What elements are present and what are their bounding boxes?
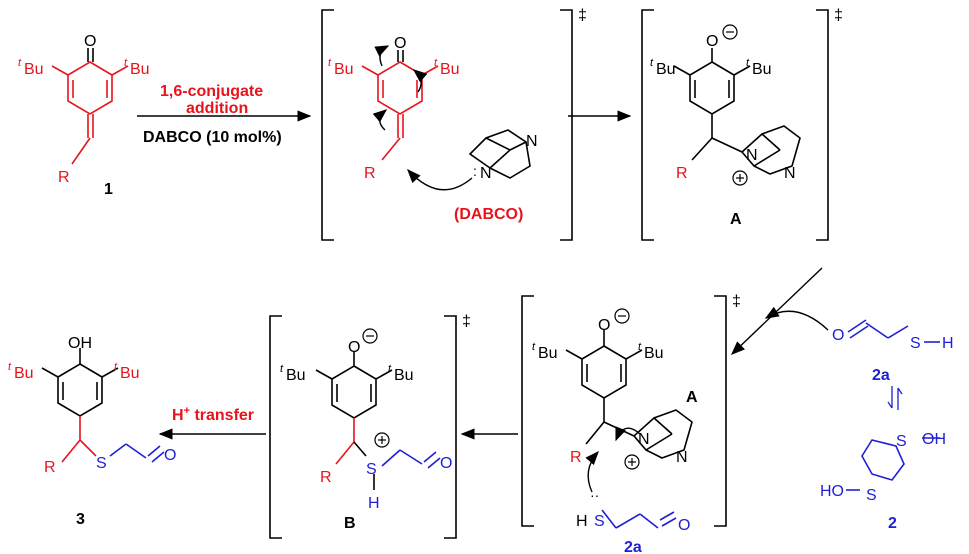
compound-1-structure	[51, 48, 129, 165]
B-tbu-right: Bu	[394, 367, 414, 384]
ts2-structure	[565, 308, 693, 529]
product-3-tbu-right: Bu	[120, 365, 140, 382]
B-R: R	[320, 469, 332, 486]
ts2-tbu-left: Bu	[538, 345, 558, 362]
ts1-tbu-left-sup: t	[328, 57, 332, 69]
compound-2-S2: S	[866, 487, 877, 504]
ts2-tbu-right-sup: t	[638, 341, 642, 353]
compound-2a-H: H	[942, 335, 954, 352]
B-H: H	[368, 495, 380, 512]
A-oxygen: O	[706, 33, 718, 50]
product-3-tbu-right-sup: t	[114, 361, 118, 373]
B-O: O	[440, 455, 452, 472]
reagent-2a-arrow	[764, 306, 829, 331]
reaction-arrow-3	[730, 267, 823, 355]
compound-2a-S: S	[910, 335, 921, 352]
compound-2-S1: S	[896, 433, 907, 450]
B-S: S	[366, 461, 377, 478]
step1-catalyst: DABCO (10 mol%)	[143, 129, 282, 146]
compound-1-oxygen: O	[84, 33, 96, 50]
compound-2-structure	[846, 437, 940, 491]
ts2-R: R	[570, 449, 582, 466]
ts2-2a-label: 2a	[624, 539, 642, 554]
compound-1-R: R	[58, 169, 70, 186]
product-3-R: R	[44, 459, 56, 476]
B-label: B	[344, 515, 356, 532]
ts1-dabco-lonepair: :	[473, 163, 477, 179]
compound-2a-label: 2a	[872, 367, 890, 384]
bracket-A-right	[816, 9, 829, 241]
ts1-R: R	[364, 165, 376, 182]
ts1-quinone-methide	[361, 45, 473, 191]
A-N2: N	[784, 165, 796, 182]
A-tbu-left-sup: t	[650, 57, 654, 69]
ts1-tbu-right: Bu	[440, 61, 460, 78]
compound-1-tbu-left: Bu	[24, 61, 44, 78]
ts1-oxygen: O	[394, 35, 406, 52]
ts2-N2: N	[676, 449, 688, 466]
B-tbu-left-sup: t	[280, 363, 284, 375]
bracket-ts1-left	[321, 9, 334, 241]
compound-2-HO: HO	[820, 483, 844, 500]
ts2-S: S	[594, 513, 605, 530]
ts2-tbu-left-sup: t	[532, 341, 536, 353]
A-tbu-left: Bu	[656, 61, 676, 78]
product-3-label: 3	[76, 511, 85, 528]
compound-1-tbu-left-sup: t	[18, 57, 22, 69]
ts2-tbu-right: Bu	[644, 345, 664, 362]
compound-2a-structure	[847, 319, 940, 343]
ts1-dabco-N2: N	[526, 133, 538, 150]
product-3-OH: OH	[68, 335, 92, 352]
A-structure	[673, 24, 801, 186]
bracket-ts2-right	[714, 295, 727, 527]
compound-2-label: 2	[888, 515, 897, 532]
ts2-oxygen: O	[598, 317, 610, 334]
ts2-A-label: A	[686, 389, 698, 406]
bracket-ts2-left	[521, 295, 534, 527]
ts1-dabco-N1: N	[480, 165, 492, 182]
compound-2a-O: O	[832, 327, 844, 344]
A-N1: N	[746, 147, 758, 164]
bracket-B-left	[269, 315, 282, 539]
A-tbu-right: Bu	[752, 61, 772, 78]
compound-1-tbu-right-sup: t	[124, 57, 128, 69]
A-tbu-right-sup: t	[746, 57, 750, 69]
compound-2-OH: OH	[922, 431, 946, 448]
compound-1-tbu-right: Bu	[130, 61, 150, 78]
ts1-dabco	[468, 129, 531, 179]
ts2-O: O	[678, 517, 690, 534]
step1-label-line1: 1,6-conjugate	[160, 83, 263, 100]
product-3-S: S	[96, 455, 107, 472]
ts1-dagger: ‡	[578, 7, 587, 24]
ts1-dabco-label: (DABCO)	[454, 206, 523, 223]
ts1-tbu-left: Bu	[334, 61, 354, 78]
A-dagger: ‡	[834, 7, 843, 24]
B-tbu-right-sup: t	[388, 363, 392, 375]
bracket-B-right	[444, 315, 457, 539]
product-3-tbu-left: Bu	[14, 365, 34, 382]
ts2-dagger: ‡	[732, 293, 741, 310]
ts2-S-lonepair: ··	[590, 487, 599, 503]
B-structure	[315, 328, 441, 490]
A-label: A	[730, 211, 742, 228]
B-oxygen: O	[348, 339, 360, 356]
bracket-ts1-right	[560, 9, 573, 241]
B-dagger: ‡	[462, 313, 471, 330]
B-tbu-left: Bu	[286, 367, 306, 384]
ts2-N1: N	[638, 431, 650, 448]
ts1-tbu-right-sup: t	[434, 57, 438, 69]
A-R: R	[676, 165, 688, 182]
ts2-H: H	[576, 513, 588, 530]
bracket-A-left	[641, 9, 654, 241]
step1-label-line2: addition	[186, 100, 248, 117]
compound-1-label: 1	[104, 181, 113, 198]
ht-label: H+ transfer	[172, 405, 254, 424]
product-3-tbu-left-sup: t	[8, 361, 12, 373]
product-3-structure	[41, 348, 165, 463]
product-3-O: O	[164, 447, 176, 464]
